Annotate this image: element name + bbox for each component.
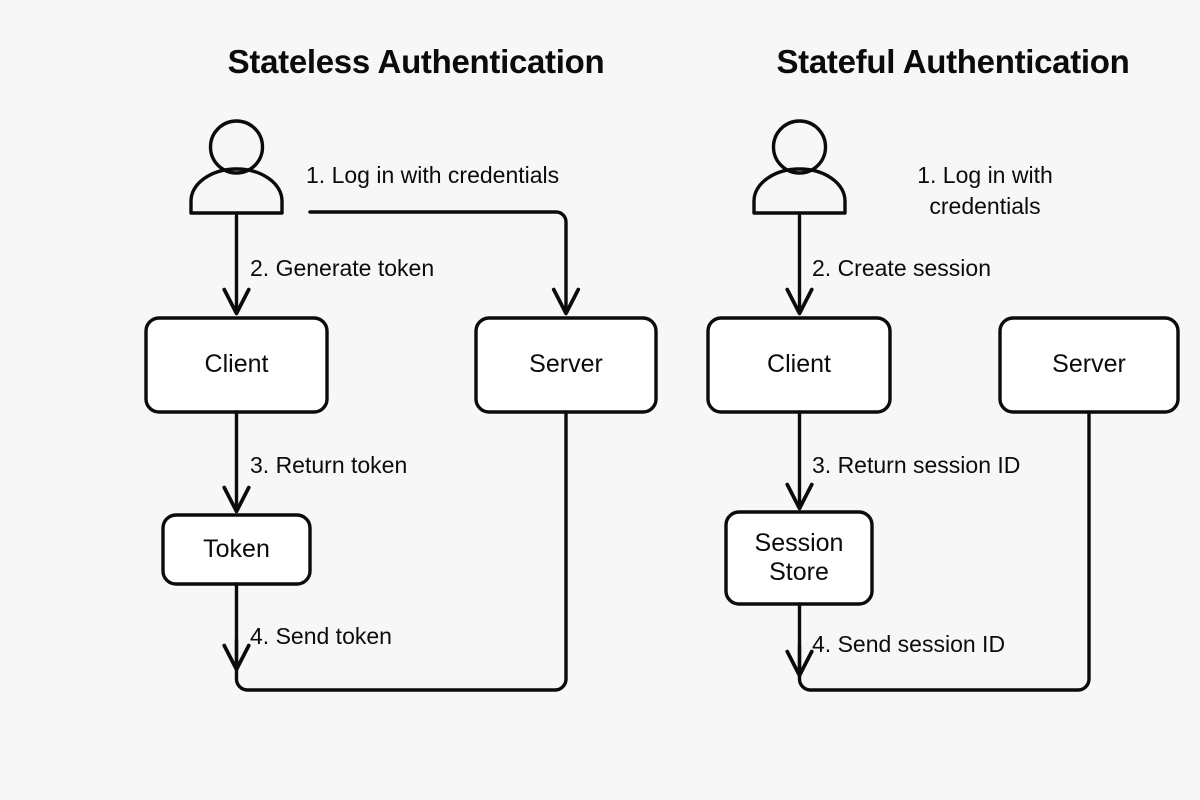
person-body-icon bbox=[189, 167, 284, 215]
edge-label-create-session: 2. Create session bbox=[812, 255, 991, 281]
person-head-icon bbox=[208, 119, 265, 175]
edge-server-to-session-store-return-path bbox=[797, 410, 1091, 692]
edge-label-generate-token: 2. Generate token bbox=[250, 255, 435, 281]
node-label-token: Token bbox=[203, 534, 270, 563]
node-label-server: Server bbox=[1052, 350, 1126, 379]
diagram-title-stateful: Stateful Authentication bbox=[776, 43, 1130, 80]
edge-label-log-in-with-credentials: 1. Log in with credentials bbox=[917, 162, 1053, 220]
node-label-session-store: Session Store bbox=[754, 528, 844, 587]
edge-actor-to-server-line bbox=[308, 210, 581, 316]
diagram-title-stateless: Stateless Authentication bbox=[227, 43, 605, 80]
edge-label-return-session-id: 3. Return session ID bbox=[812, 452, 1021, 478]
edge-label-return-token: 3. Return token bbox=[250, 452, 408, 478]
edge-label-send-token: 4. Send token bbox=[250, 623, 392, 649]
edge-label-log-in-with-credentials: 1. Log in with credentials bbox=[306, 162, 560, 188]
node-label-client: Client bbox=[204, 350, 269, 379]
person-body-icon bbox=[752, 167, 847, 215]
edge-label-send-session-id: 4. Send session ID bbox=[812, 631, 1006, 657]
node-label-server: Server bbox=[529, 350, 603, 379]
person-head-icon bbox=[771, 119, 828, 175]
node-label-client: Client bbox=[767, 350, 831, 379]
edge-server-to-token-return-path bbox=[234, 410, 568, 692]
